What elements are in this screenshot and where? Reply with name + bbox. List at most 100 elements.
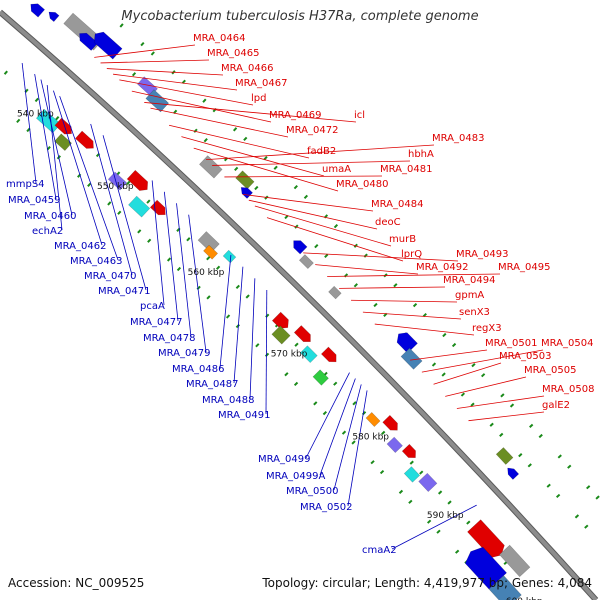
gene-label: MRA_0463	[70, 256, 122, 267]
gene-label: MRA_0469	[269, 110, 321, 121]
gene-label: MRA_0492	[416, 262, 468, 273]
gene-arrow	[126, 169, 148, 191]
gene-label: deoC	[375, 217, 401, 228]
leader-line	[59, 96, 119, 261]
scale-label: 580 kbp	[352, 433, 389, 443]
leader-line	[242, 193, 374, 212]
cog-gene-block	[386, 436, 403, 453]
tick-mark	[574, 514, 580, 519]
cog-gene-block	[271, 325, 291, 345]
leader-line	[102, 135, 147, 291]
tick-mark	[196, 285, 201, 291]
leader-line	[168, 124, 310, 159]
leader-line	[113, 73, 238, 91]
gene-arrow	[93, 31, 123, 60]
cog-gene-block	[54, 133, 72, 151]
tick-mark	[426, 519, 432, 524]
tick-mark	[216, 265, 221, 270]
leader-line	[219, 255, 232, 369]
gene-layer	[30, 3, 531, 600]
map-title: Mycobacterium tuberculosis H37Ra, comple…	[121, 9, 479, 24]
gene-arrow	[320, 346, 337, 363]
cog-gene-block	[418, 472, 438, 492]
tick-mark	[455, 549, 460, 554]
gene-arrow	[271, 311, 289, 329]
leader-line	[266, 217, 404, 262]
tick-mark	[370, 460, 375, 465]
cog-gene-block	[488, 575, 522, 600]
gene-label: MRA_0462	[54, 241, 106, 252]
tick-mark	[146, 199, 151, 204]
tick-mark	[419, 470, 424, 475]
gene-label: MRA_0460	[24, 211, 76, 222]
gene-label: MRA_0477	[130, 317, 182, 328]
gene-label: icl	[354, 110, 365, 121]
gene-label: galE2	[542, 400, 570, 411]
gene-label: MRA_0472	[286, 125, 338, 136]
tick-mark	[529, 423, 534, 428]
leader-line	[362, 311, 462, 320]
gene-label: echA2	[32, 226, 63, 237]
tick-mark	[150, 51, 155, 56]
tick-mark	[3, 70, 8, 75]
tick-mark	[234, 166, 239, 171]
leader-line	[433, 362, 502, 385]
tick-mark	[303, 194, 309, 199]
gene-label: MRA_0488	[202, 395, 254, 406]
cog-gene-block	[400, 347, 423, 370]
tick-mark	[203, 138, 208, 143]
gene-label: MRA_0479	[158, 348, 210, 359]
leader-line	[333, 384, 362, 491]
tick-mark	[586, 485, 591, 490]
tick-mark	[398, 489, 404, 494]
leader-line	[176, 203, 192, 338]
tick-mark	[373, 302, 378, 308]
tick-mark	[87, 182, 92, 188]
tick-mark	[595, 495, 600, 500]
gene-label: MRA_0508	[542, 384, 594, 395]
tick-mark	[353, 283, 358, 288]
cog-gene-block	[499, 544, 531, 578]
leader-line	[34, 73, 57, 200]
tick-mark	[546, 483, 551, 488]
tick-mark	[436, 529, 441, 534]
genome-stats-text: Topology: circular; Length: 4,419,977 bp…	[262, 576, 592, 590]
leader-line	[21, 62, 37, 184]
leader-line	[206, 144, 435, 161]
tick-mark	[255, 343, 260, 348]
tick-mark	[324, 253, 329, 258]
tick-mark	[225, 314, 231, 319]
scale-label: 550 kbp	[97, 182, 134, 192]
gene-label: MRA_0464	[193, 33, 245, 44]
gene-label: pcaA	[140, 301, 165, 312]
tick-mark	[499, 432, 504, 437]
tick-mark	[538, 433, 543, 439]
cog-gene-block	[403, 466, 421, 483]
gene-label: mmpS4	[6, 179, 45, 190]
tick-mark	[480, 373, 486, 378]
leader-line	[319, 378, 356, 476]
gene-arrow	[382, 414, 398, 431]
leader-line	[46, 85, 63, 231]
tick-mark	[470, 402, 475, 407]
tick-mark	[235, 323, 240, 329]
cog-gene-block	[298, 254, 314, 270]
tick-mark	[442, 332, 447, 338]
leader-line	[421, 349, 544, 373]
tick-mark	[284, 372, 289, 377]
tick-mark	[166, 257, 172, 262]
tick-mark	[527, 463, 532, 468]
gene-arrow	[401, 443, 416, 459]
leader-line	[339, 286, 446, 289]
cog-gene-block	[128, 195, 151, 218]
tick-mark	[351, 440, 356, 445]
gene-label: MRA_0499	[258, 454, 310, 465]
tick-mark	[202, 98, 207, 103]
leader-line	[254, 205, 392, 247]
leader-line	[106, 68, 224, 76]
gene-arrow	[79, 32, 99, 51]
tick-mark	[343, 273, 349, 278]
gene-arrow	[467, 519, 505, 558]
gene-label: MRA_0484	[371, 199, 423, 210]
